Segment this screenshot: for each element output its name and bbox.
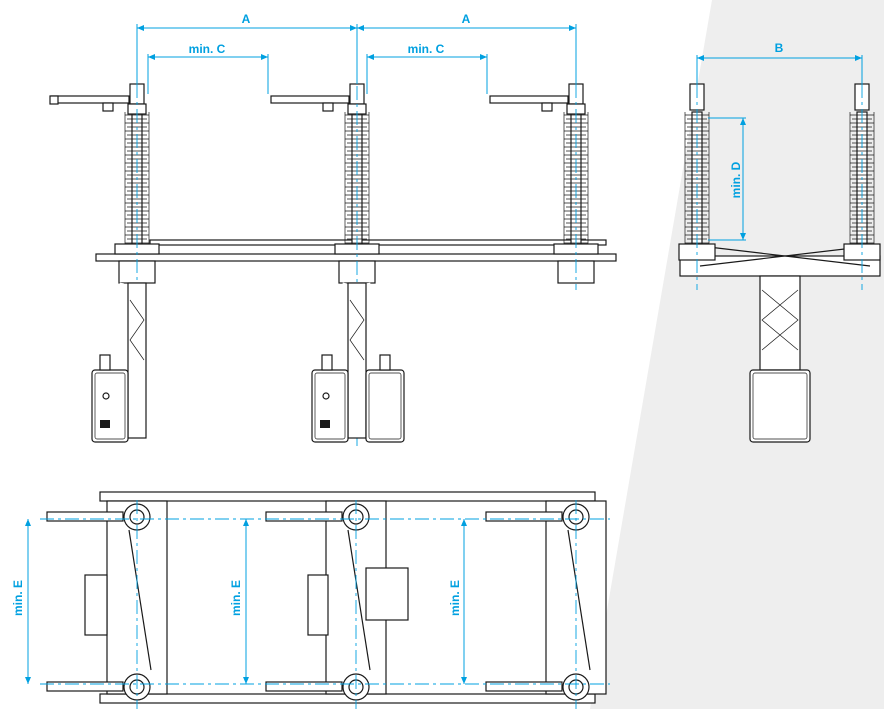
top-cabinet-2 (307, 574, 329, 636)
front-base-beam (95, 253, 617, 262)
dimension-label-c-right: min. C (408, 42, 445, 56)
dimension-lines (25, 24, 863, 684)
dimension-label-b: B (775, 41, 784, 55)
front-operating-cabinet-2 (311, 369, 349, 443)
top-view (40, 491, 610, 709)
dimension-label-d: min. D (729, 161, 743, 198)
front-view (49, 83, 617, 446)
top-cabinet-3 (365, 567, 409, 621)
dimension-label-e-1: min. E (11, 580, 25, 616)
front-operating-cabinet-3 (365, 369, 405, 443)
dimension-label-e-2: min. E (229, 580, 243, 616)
front-support-column-2 (347, 282, 367, 439)
dimension-label-e-3: min. E (448, 580, 462, 616)
front-operating-cabinet-1 (91, 369, 129, 443)
dimension-label-a-right: A (462, 12, 471, 26)
side-operating-cabinet (749, 369, 811, 443)
dimension-label-a-left: A (242, 12, 251, 26)
front-arm-1 (50, 95, 130, 104)
top-arm-upper-3 (485, 511, 563, 522)
front-arm-2 (270, 95, 350, 104)
side-view-panel (590, 0, 884, 709)
top-arm-lower-1 (46, 681, 124, 692)
front-support-column-1 (127, 282, 147, 439)
top-arm-lower-2 (265, 681, 343, 692)
top-arm-lower-3 (485, 681, 563, 692)
top-arm-upper-2 (265, 511, 343, 522)
front-arm-3 (489, 95, 569, 104)
top-cabinet-1 (84, 574, 108, 636)
top-frame-rail-top (99, 491, 596, 502)
side-view (678, 83, 881, 443)
dimension-label-c-left: min. C (189, 42, 226, 56)
top-arm-upper-1 (46, 511, 124, 522)
